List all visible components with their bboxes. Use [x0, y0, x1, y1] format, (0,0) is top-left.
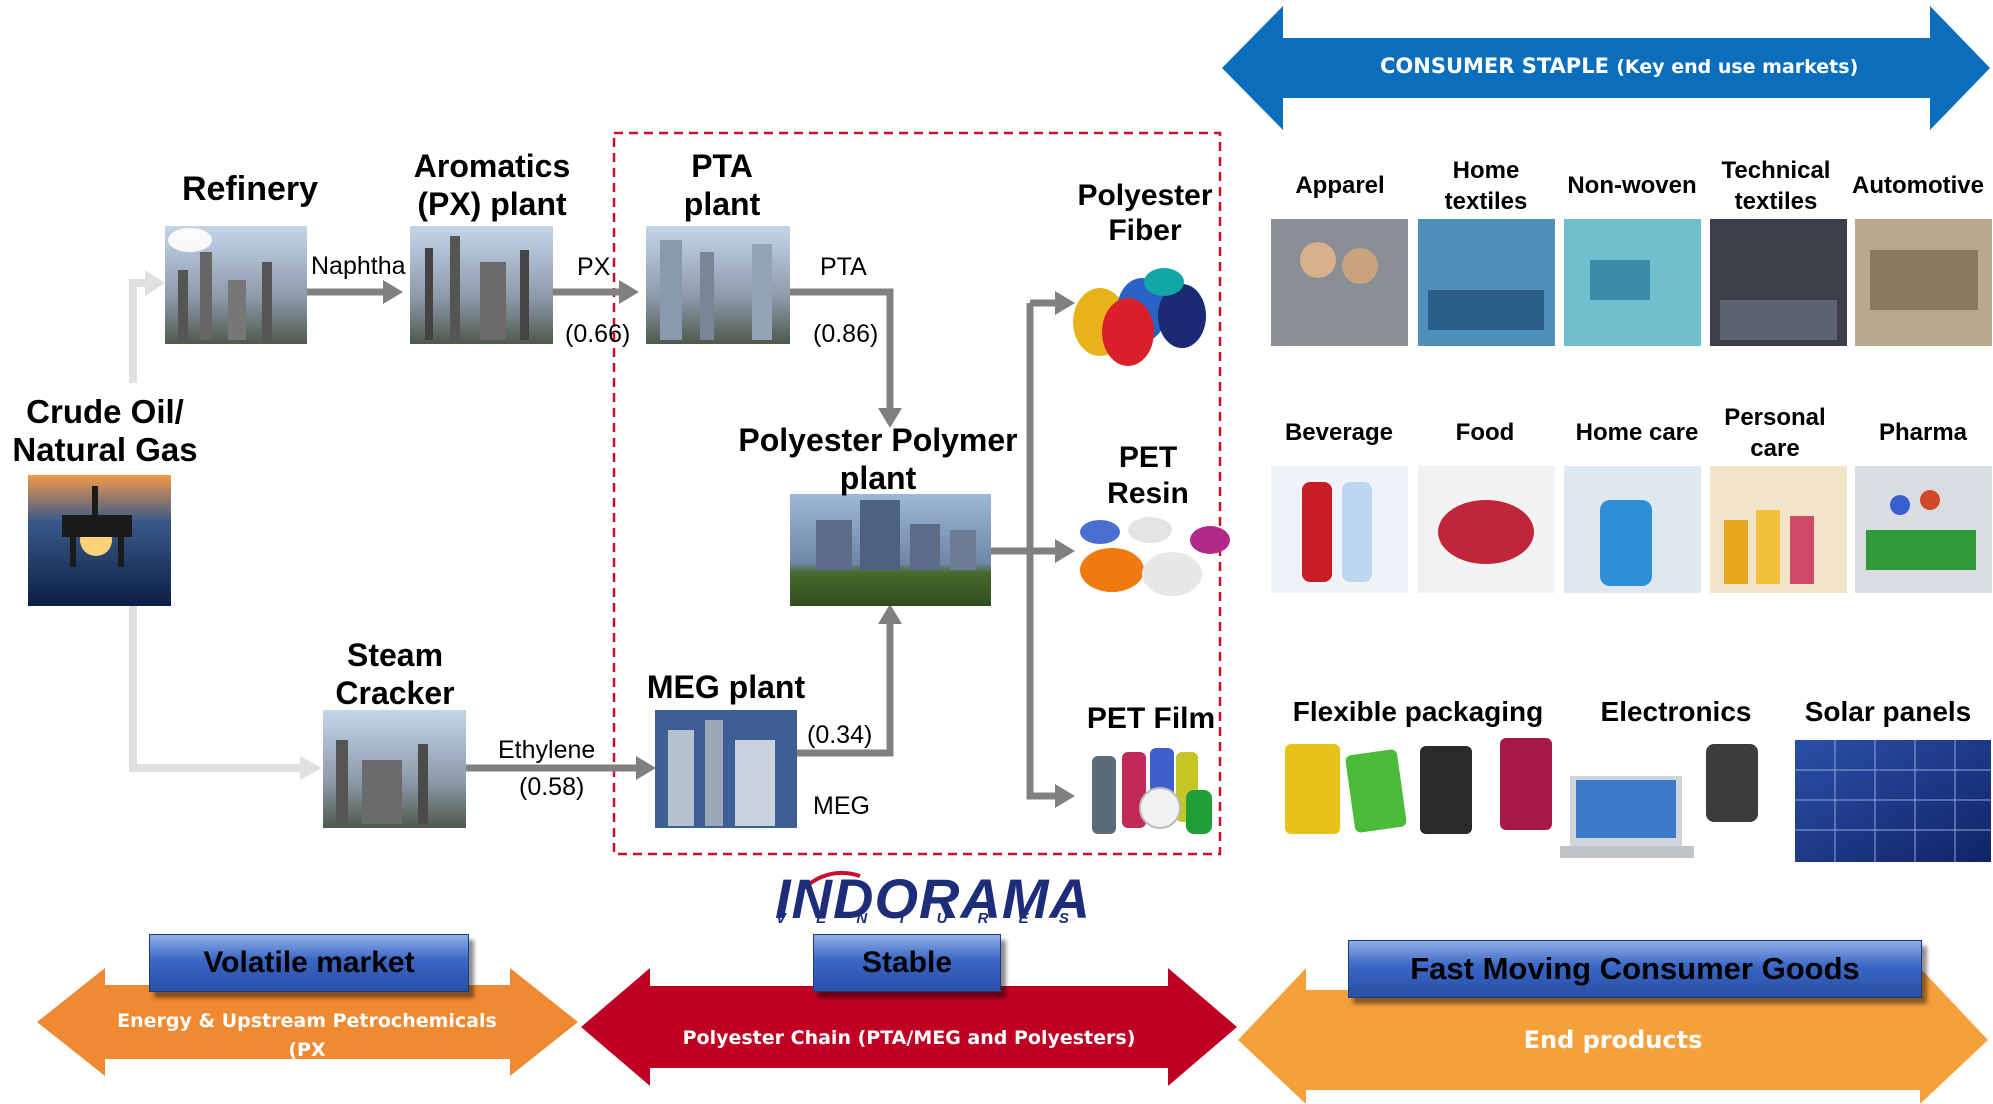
- market-label-flexible-packaging: Flexible packaging: [1292, 696, 1544, 727]
- meg-flow-label: MEG: [813, 792, 870, 820]
- meg-plant-photo: [655, 710, 797, 828]
- market-label-beverage: Beverage: [1284, 419, 1394, 446]
- market-label-food: Food: [1455, 419, 1515, 446]
- flow-arrowheads: [383, 280, 1075, 808]
- crude-oil-title: Crude Oil/ Natural Gas: [12, 393, 198, 468]
- market-label-personal-care: Personal care: [1724, 404, 1826, 462]
- polyester-fiber-photo: [1073, 268, 1206, 366]
- market-label-automotive: Automotive: [1852, 172, 1984, 199]
- pta-plant-title: PTA plant: [683, 148, 761, 222]
- consumer-staple-sub: (Key end use markets): [1616, 56, 1859, 78]
- refinery-title: Refinery: [181, 170, 319, 208]
- market-label-home-care: Home care: [1575, 419, 1699, 446]
- apparel-photo: [1271, 219, 1408, 346]
- indorama-logo: INDORAMA: [775, 867, 1091, 930]
- consumer-staple-banner: CONSUMER STAPLE (Key end use markets): [1380, 54, 1858, 78]
- pharma-photo: [1855, 466, 1992, 593]
- refinery-photo: [165, 226, 307, 344]
- end-products-arrow: [1238, 968, 1988, 1104]
- polymer-plant-title: Polyester Polymer plant: [738, 422, 1018, 496]
- market-label-pharma: Pharma: [1878, 419, 1968, 446]
- pet-resin-photo: [1080, 517, 1230, 596]
- meg-plant-title: MEG plant: [646, 669, 806, 705]
- pet-film-title: PET Film: [1086, 702, 1216, 735]
- consumer-staple-arrow: [1222, 6, 1990, 130]
- crude-arrowhead-down: [300, 756, 322, 780]
- segment-box-fmcg: Fast Moving Consumer Goods: [1348, 940, 1922, 998]
- segment-arrow-polyester-text: Polyester Chain (PTA/MEG and Polyesters): [682, 1027, 1136, 1049]
- polyester-fiber-title: Polyester Fiber: [1077, 179, 1213, 247]
- market-label-technical-textiles: Technical textiles: [1721, 157, 1831, 215]
- steam-cracker-photo: [323, 710, 466, 828]
- market-photos-row2: [1271, 466, 1992, 593]
- segment-box-volatile: Volatile market: [149, 934, 469, 992]
- naphtha-label: Naphtha: [311, 252, 406, 280]
- ethylene-label: Ethylene: [498, 736, 596, 764]
- market-photos-row1: [1271, 219, 1992, 346]
- market-label-solar-panels: Solar panels: [1804, 696, 1972, 727]
- market-label-apparel: Apparel: [1295, 172, 1385, 199]
- pta-ratio-label: (0.86): [813, 320, 879, 348]
- pta-flow-label: PTA: [820, 253, 867, 281]
- px-ratio-label: (0.66): [565, 320, 631, 348]
- px-label: PX: [577, 253, 611, 281]
- upstream-arrow: [37, 968, 578, 1076]
- pet-film-photo: [1092, 748, 1212, 834]
- consumer-staple-main: CONSUMER STAPLE: [1380, 54, 1609, 78]
- market-photos-row3: [1283, 738, 1991, 862]
- pet-resin-title: PET Resin: [1107, 441, 1189, 510]
- ethylene-ratio-label: (0.58): [519, 773, 585, 801]
- beverage-photo: [1271, 466, 1408, 593]
- logo-swoosh: [802, 871, 861, 890]
- solar-panels-photo: [1795, 740, 1991, 862]
- meg-ratio-label: (0.34): [807, 721, 873, 749]
- polyester-chain-box: [612, 131, 1222, 856]
- aromatics-plant-title: Aromatics (PX) plant: [413, 148, 571, 222]
- segment-box-stable: Stable: [813, 934, 1001, 992]
- aromatics-photo: [410, 226, 553, 344]
- steam-cracker-title: Steam Cracker: [335, 637, 455, 711]
- polymer-plant-photo: [790, 494, 991, 606]
- segment-arrow-end-products-text: End products: [1523, 1026, 1703, 1054]
- market-label-home-textiles: Home textiles: [1444, 157, 1528, 215]
- crude-arrowhead-up: [145, 270, 165, 296]
- pta-photo: [646, 226, 790, 344]
- polyester-chain-arrow: [581, 968, 1237, 1086]
- market-label-non-woven: Non-woven: [1567, 172, 1697, 199]
- crude-oil-photo: [28, 475, 171, 606]
- flow-arrows: [307, 288, 1057, 800]
- indorama-logo-sub: V E N T U R E S: [776, 910, 1082, 927]
- market-label-electronics: Electronics: [1600, 696, 1752, 727]
- segment-arrow-upstream-text: Energy & Upstream Petrochemicals (PX and…: [117, 1010, 497, 1090]
